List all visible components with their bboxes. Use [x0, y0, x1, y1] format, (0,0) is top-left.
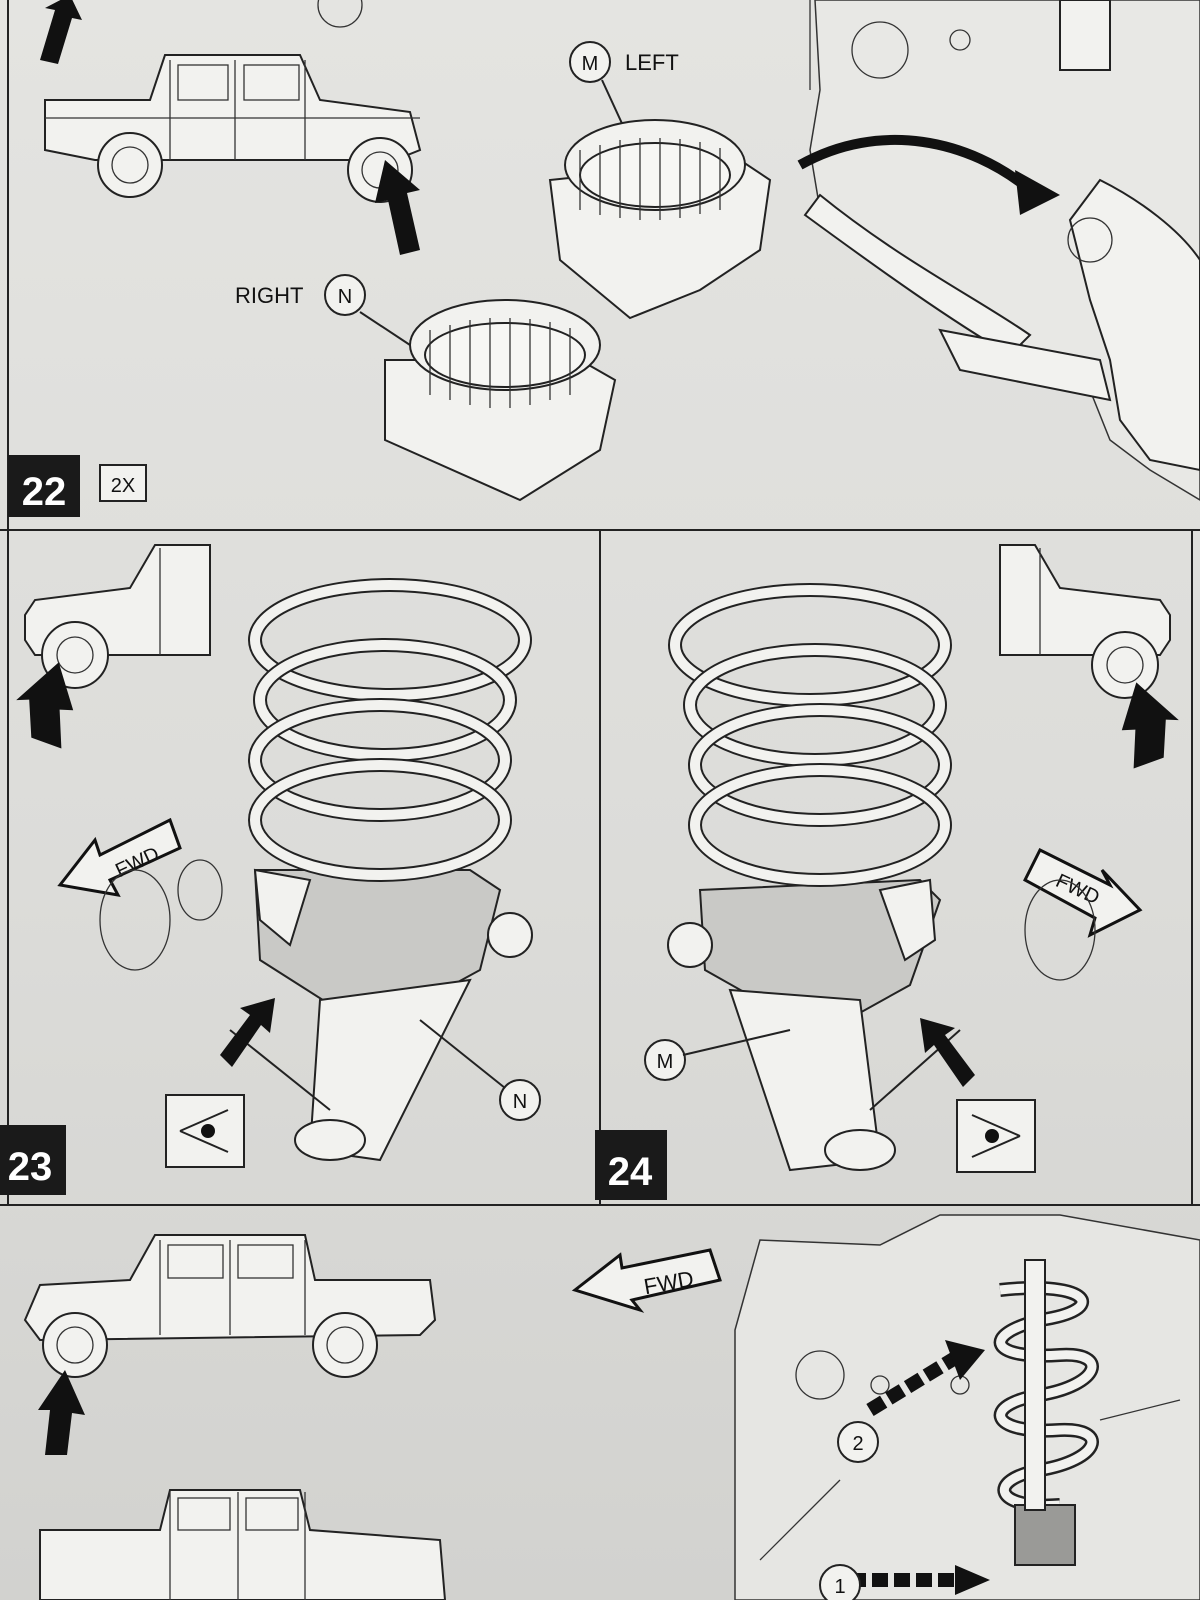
arrow-icon: [945, 1340, 985, 1380]
callout-letter-n: N: [513, 1091, 527, 1113]
left-label: LEFT: [625, 50, 679, 75]
arrow-icon: [920, 1018, 975, 1087]
eye-view-icon: [956, 1099, 1036, 1173]
callout-letter-m: M: [657, 1051, 674, 1073]
arrow-icon: [220, 998, 275, 1067]
jeep-front-icon-24: [999, 544, 1171, 699]
step-number: 22: [22, 470, 67, 514]
arrow-icon: [40, 0, 82, 64]
arrow-icon: [375, 160, 420, 255]
callout-2: 2: [837, 1421, 879, 1463]
spring-spacer-right: RIGHT N: [235, 274, 617, 502]
panel-borders: [0, 0, 1200, 1206]
suspension-drawing: [797, 0, 1200, 501]
eye-view-icon: [165, 1094, 245, 1168]
fwd-arrow-bottom: FWD: [571, 1248, 722, 1313]
arrow-icon: [16, 662, 74, 749]
suspension-drawing-bottom: [734, 1214, 1200, 1600]
callout-letter-n: N: [338, 286, 352, 308]
right-label: RIGHT: [235, 283, 303, 308]
arrow-icon: [1015, 170, 1060, 215]
step-number: 24: [608, 1150, 653, 1194]
arrow-icon: [38, 1370, 85, 1455]
spring-spacer-left: M LEFT: [548, 41, 772, 320]
callout-1: 1: [819, 1564, 861, 1600]
jeep-gladiator-icon: [39, 1489, 447, 1600]
quantity-label: 2X: [111, 475, 135, 497]
wheel-icon: [317, 0, 363, 28]
step-22-badge: 22 2X: [8, 455, 147, 517]
step-number: 23: [8, 1145, 53, 1189]
arrow-icon: [1121, 682, 1179, 769]
callout-number: 2: [852, 1433, 863, 1455]
jeep-front-icon-23: [24, 544, 211, 689]
coil-spring-23: [99, 578, 533, 1162]
step-23-badge: 23: [0, 1125, 66, 1195]
step-24-badge: 24: [595, 1130, 667, 1200]
callout-letter-m: M: [582, 53, 599, 75]
fwd-arrow-23: FWD: [57, 817, 182, 897]
arrow-icon: [955, 1565, 990, 1595]
jeep-gladiator-icon: [44, 54, 422, 203]
jeep-gladiator-icon: [23, 1234, 437, 1378]
callout-number: 1: [834, 1576, 845, 1598]
